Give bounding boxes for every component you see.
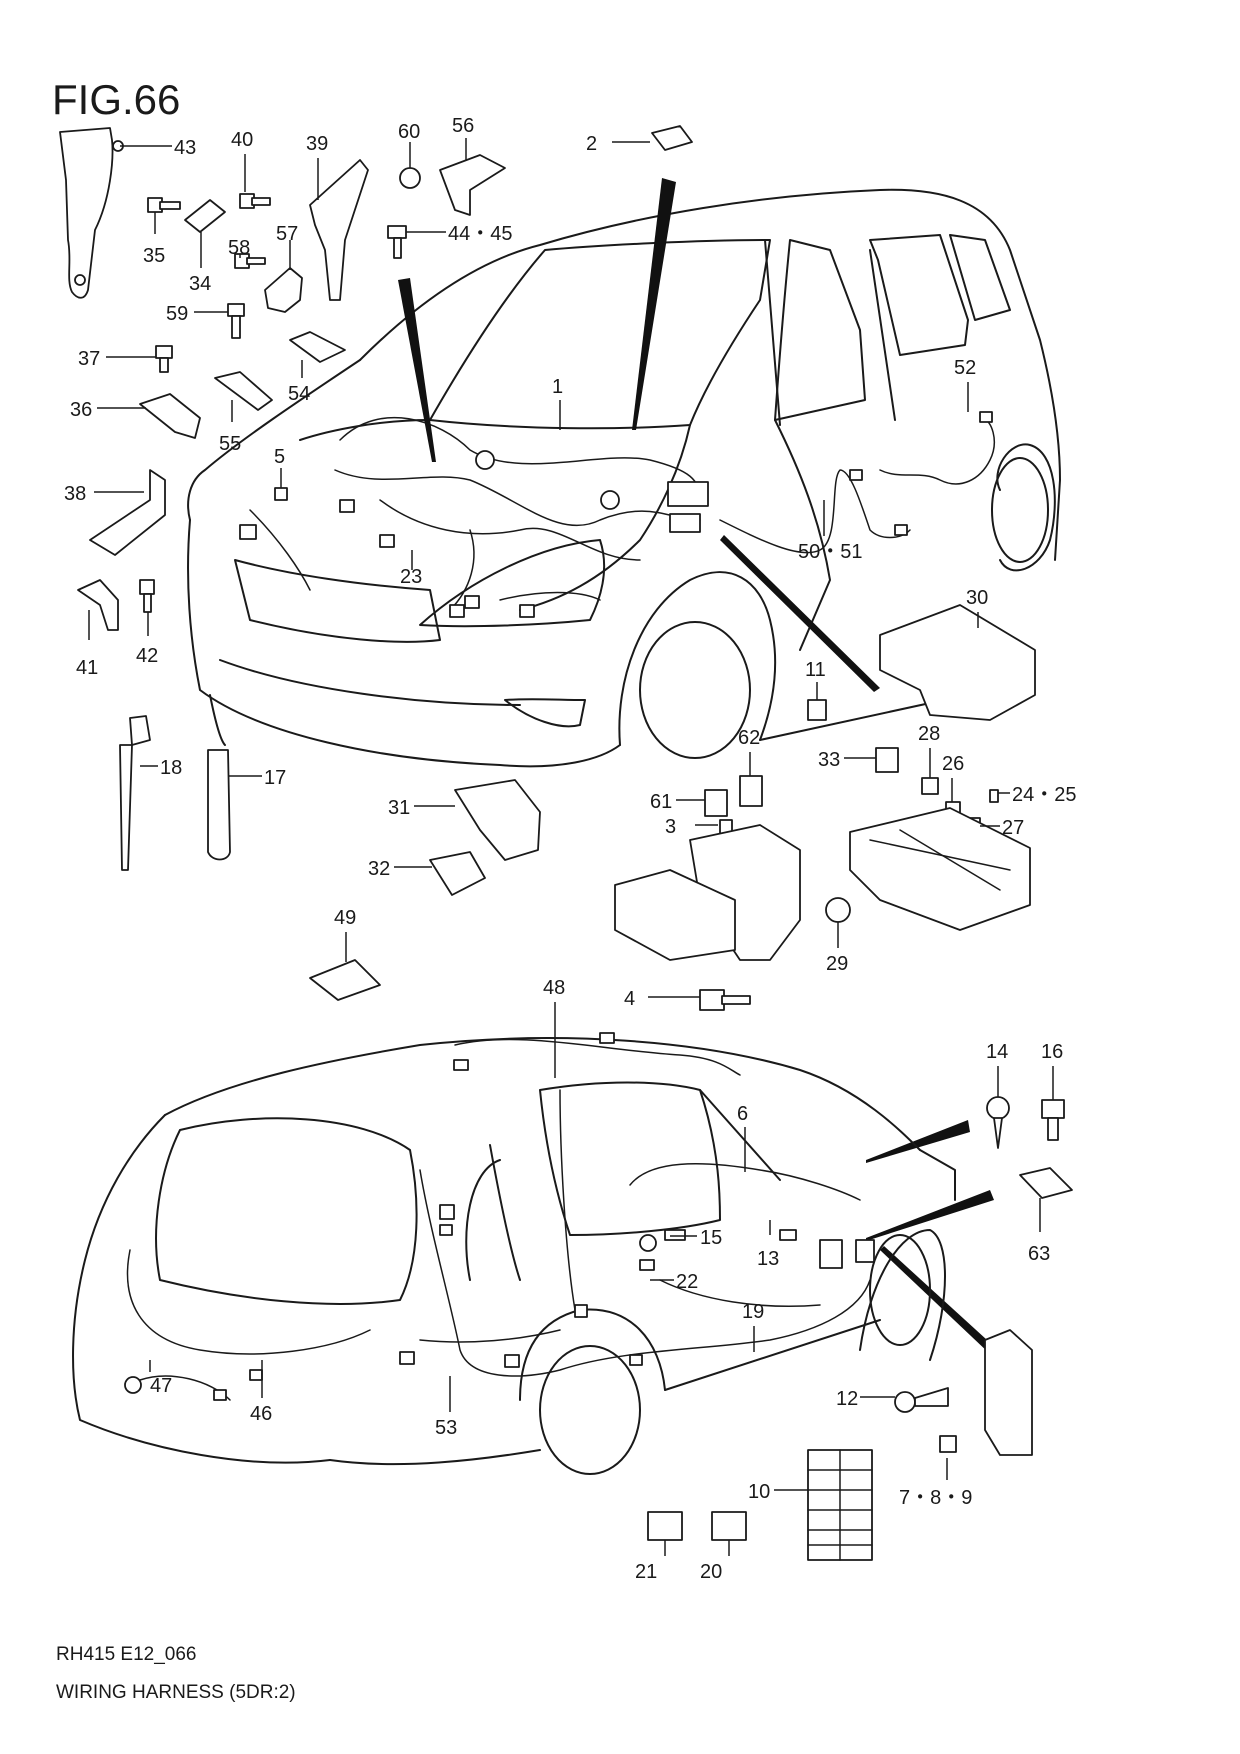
callout-48: 48 (543, 977, 565, 999)
callout-15: 15 (700, 1227, 722, 1249)
relay-fuse-boxes (614, 125, 1073, 1561)
callout-12: 12 (836, 1388, 858, 1410)
callout-52: 52 (954, 357, 976, 379)
callout-30: 30 (966, 587, 988, 609)
callout-50-51: 50・51 (798, 541, 863, 563)
callout-4: 4 (624, 988, 635, 1010)
callout-27: 27 (1002, 817, 1024, 839)
callout-54: 54 (288, 383, 310, 405)
figure-code: RH415 E12_066 (56, 1644, 197, 1665)
callout-17: 17 (264, 767, 286, 789)
callout-23: 23 (400, 566, 422, 588)
callout-36: 36 (70, 399, 92, 421)
callout-13: 13 (757, 1248, 779, 1270)
callout-38: 38 (64, 483, 86, 505)
front-wiring-harness (239, 411, 995, 618)
callout-labels: 1 2 3 4 5 6 7・8・9 10 11 12 13 14 (64, 115, 1077, 1583)
callout-55: 55 (219, 433, 241, 455)
figure-caption: WIRING HARNESS (5DR:2) (56, 1682, 296, 1703)
callout-34: 34 (189, 273, 211, 295)
rear-car-outline (72, 1037, 956, 1475)
callout-58: 58 (228, 237, 250, 259)
callout-10: 10 (748, 1481, 770, 1503)
callout-21: 21 (635, 1561, 657, 1583)
callout-18: 18 (160, 757, 182, 779)
callout-32: 32 (368, 858, 390, 880)
callout-49: 49 (334, 907, 356, 929)
figure-title: FIG.66 (52, 76, 181, 123)
callout-37: 37 (78, 348, 100, 370)
callout-2: 2 (586, 133, 597, 155)
callout-56: 56 (452, 115, 474, 137)
bracket-parts (59, 127, 541, 1001)
callout-42: 42 (136, 645, 158, 667)
callout-16: 16 (1041, 1041, 1063, 1063)
callout-33: 33 (818, 749, 840, 771)
callout-3: 3 (665, 816, 676, 838)
callout-63: 63 (1028, 1243, 1050, 1265)
callout-20: 20 (700, 1561, 722, 1583)
callout-19: 19 (742, 1301, 764, 1323)
callout-24-25: 24・25 (1012, 784, 1077, 806)
rear-wiring-harness (124, 1032, 875, 1401)
callout-60: 60 (398, 121, 420, 143)
callout-44-45: 44・45 (448, 223, 513, 245)
callout-61: 61 (650, 791, 672, 813)
callout-11: 11 (805, 659, 826, 681)
callout-57: 57 (276, 223, 298, 245)
callout-14: 14 (986, 1041, 1008, 1063)
callout-46: 46 (250, 1403, 272, 1425)
callout-22: 22 (676, 1271, 698, 1293)
callout-29: 29 (826, 953, 848, 975)
callout-59: 59 (166, 303, 188, 325)
callout-53: 53 (435, 1417, 457, 1439)
callout-6: 6 (737, 1103, 748, 1125)
callout-35: 35 (143, 245, 165, 267)
callout-28: 28 (918, 723, 940, 745)
callout-62: 62 (738, 727, 760, 749)
callout-31: 31 (388, 797, 410, 819)
callout-43: 43 (174, 137, 196, 159)
pointer-wedges (398, 178, 998, 1354)
callout-5: 5 (274, 446, 285, 468)
callout-40: 40 (231, 129, 253, 151)
callout-41: 41 (76, 657, 98, 679)
front-car-outline (187, 188, 1061, 768)
callout-39: 39 (306, 133, 328, 155)
callout-47: 47 (150, 1375, 172, 1397)
callout-1: 1 (552, 376, 563, 398)
callout-26: 26 (942, 753, 964, 775)
callout-7-8-9: 7・8・9 (899, 1487, 972, 1509)
